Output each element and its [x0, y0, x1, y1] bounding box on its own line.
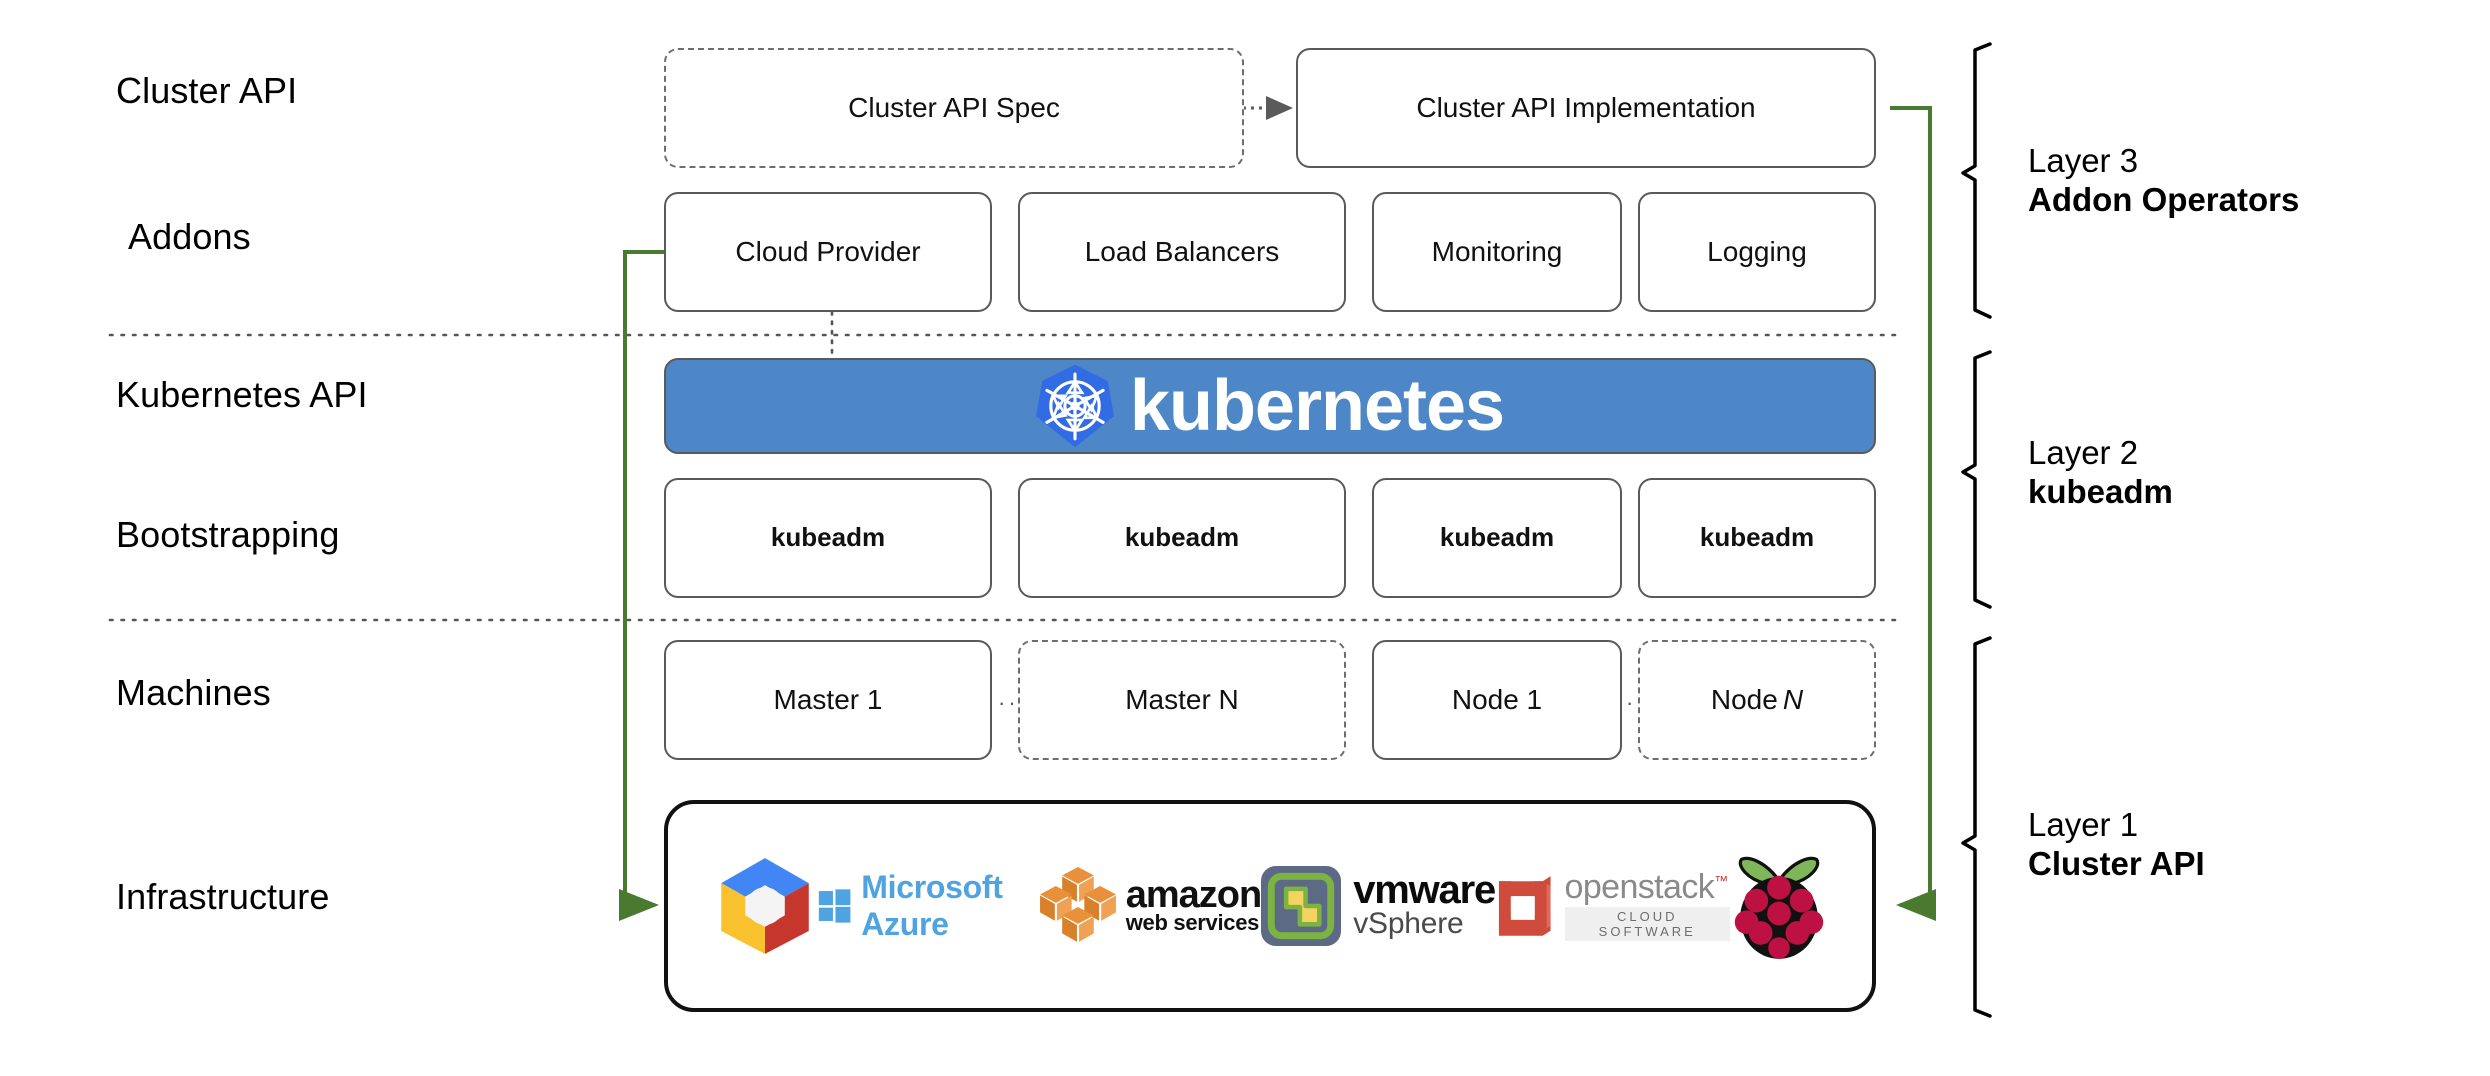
box-cloud-provider-label: Cloud Provider — [735, 236, 921, 268]
box-cluster-api-spec[interactable]: Cluster API Spec — [664, 48, 1244, 168]
aws-label-amazon: amazon — [1125, 873, 1262, 916]
box-kubeadm-2-label: kubeadm — [1124, 522, 1240, 553]
logo-raspberry-pi[interactable] — [1730, 804, 1828, 1008]
box-node-1[interactable]: Node 1 — [1372, 640, 1622, 760]
bracket-layer-2 — [1961, 350, 1992, 609]
box-logging-label: Logging — [1707, 236, 1807, 268]
box-kubeadm-4[interactable]: kubeadm — [1638, 478, 1876, 598]
row-label-kubernetes-api: Kubernetes API — [116, 374, 368, 415]
layer-label-2: Layer 2 kubeadm — [2028, 434, 2173, 512]
google-cloud-logo — [721, 858, 809, 954]
box-master-1-label: Master 1 — [773, 684, 883, 716]
box-master-1[interactable]: Master 1 — [664, 640, 992, 760]
layer-2-line1: Layer 2 — [2028, 434, 2139, 471]
layer-2-line2: kubeadm — [2028, 472, 2173, 510]
raspberry-pi-icon — [1734, 856, 1824, 959]
box-kubeadm-3[interactable]: kubeadm — [1372, 478, 1622, 598]
logo-vmware-vsphere[interactable]: vmware vSphere — [1261, 804, 1496, 1008]
openstack-label-open: openstack — [1564, 868, 1715, 907]
bracket-layer-3 — [1961, 42, 1992, 319]
box-load-balancers-label: Load Balancers — [1084, 236, 1280, 268]
box-load-balancers[interactable]: Load Balancers — [1018, 192, 1346, 312]
box-monitoring-label: Monitoring — [1431, 236, 1563, 268]
vmware-label: vmware — [1353, 868, 1496, 913]
box-kubeadm-1[interactable]: kubeadm — [664, 478, 992, 598]
layer-label-1: Layer 1 Cluster API — [2028, 806, 2205, 884]
row-label-addons: Addons — [128, 216, 251, 257]
box-cloud-provider[interactable]: Cloud Provider — [664, 192, 992, 312]
layer-1-line1: Layer 1 — [2028, 806, 2139, 843]
box-kubeadm-3-label: kubeadm — [1439, 522, 1555, 553]
aws-cubes-icon — [1039, 867, 1116, 942]
vmware-vsphere-icon — [1261, 866, 1342, 946]
row-label-infrastructure: Infrastructure — [116, 876, 330, 917]
aws-label-webservices: web services — [1125, 910, 1260, 936]
box-cluster-api-implementation-label: Cluster API Implementation — [1416, 92, 1756, 124]
logo-openstack[interactable]: openstack™ CLOUD SOFTWARE — [1495, 804, 1730, 1008]
openstack-label-cloudsoftware: CLOUD SOFTWARE — [1564, 906, 1730, 941]
box-node-n[interactable]: Node N — [1638, 640, 1876, 760]
layer-3-line1: Layer 3 — [2028, 142, 2139, 179]
bracket-layer-1 — [1961, 636, 1992, 1018]
box-logging[interactable]: Logging — [1638, 192, 1876, 312]
kubernetes-wordmark: kubernetes — [1129, 366, 1505, 446]
row-label-bootstrapping: Bootstrapping — [116, 514, 340, 555]
logo-microsoft-azure[interactable]: Microsoft Azure — [818, 804, 1040, 1008]
box-node-1-label: Node 1 — [1451, 684, 1543, 716]
box-cluster-api-spec-label: Cluster API Spec — [848, 92, 1060, 124]
box-kubeadm-1-label: kubeadm — [770, 522, 886, 553]
box-infrastructure[interactable]: Microsoft Azure amazon web services — [664, 800, 1876, 1012]
box-monitoring[interactable]: Monitoring — [1372, 192, 1622, 312]
green-connector-left — [619, 250, 665, 921]
box-master-n[interactable]: Master N — [1018, 640, 1346, 760]
layer-3-line2: Addon Operators — [2028, 180, 2300, 218]
layer-label-3: Layer 3 Addon Operators — [2028, 142, 2299, 220]
box-master-n-label: Master N — [1125, 684, 1239, 716]
logo-amazon-web-services[interactable]: amazon web services — [1039, 804, 1262, 1008]
kubernetes-wheel-icon — [1035, 364, 1114, 448]
logo-google-cloud-platform[interactable] — [712, 804, 818, 1008]
openstack-label-tm: ™ — [1714, 873, 1728, 890]
microsoft-azure-label: Microsoft Azure — [861, 869, 1003, 942]
box-node-n-label: Node — [1710, 684, 1778, 716]
vsphere-label: vSphere — [1353, 907, 1464, 941]
layer-1-line2: Cluster API — [2028, 844, 2205, 882]
row-label-cluster-api: Cluster API — [116, 70, 298, 111]
box-node-n-italic: N — [1782, 684, 1804, 716]
kubernetes-banner[interactable]: kubernetes — [664, 358, 1876, 454]
box-kubeadm-4-label: kubeadm — [1699, 522, 1815, 553]
box-cluster-api-implementation[interactable]: Cluster API Implementation — [1296, 48, 1876, 168]
microsoft-windows-icon — [818, 889, 851, 923]
box-kubeadm-2[interactable]: kubeadm — [1018, 478, 1346, 598]
green-connector-right — [1890, 106, 1936, 921]
openstack-cube-icon — [1498, 876, 1551, 936]
row-label-machines: Machines — [116, 672, 271, 713]
